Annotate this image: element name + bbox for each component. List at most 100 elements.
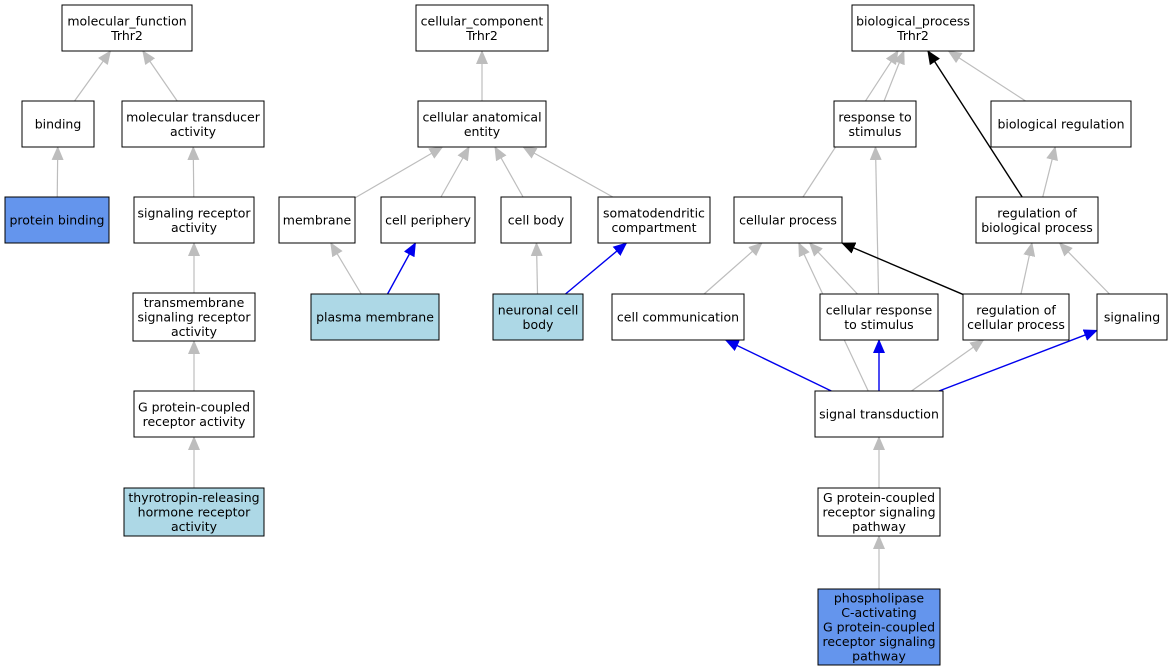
node-label-line: receptor signaling: [822, 634, 935, 649]
node-box: [380, 196, 476, 244]
node-label-line: receptor activity: [143, 414, 246, 429]
node-label-line: membrane: [283, 213, 352, 228]
node-label-line: compartment: [611, 220, 696, 235]
node-box: [817, 487, 941, 537]
node-box: [851, 4, 975, 52]
node-label-line: signal transduction: [819, 407, 939, 422]
node-label-line: biological regulation: [997, 117, 1124, 132]
edge-protein_binding-to-binding: [51, 146, 64, 198]
node-box: [500, 196, 572, 244]
node-label-line: cellular response: [826, 302, 933, 317]
node-cell_comm[interactable]: cell communication: [611, 293, 745, 341]
node-label-line: somatodendritic: [603, 205, 705, 220]
node-label-line: activity: [171, 220, 218, 235]
node-bio_reg[interactable]: biological regulation: [990, 100, 1132, 148]
node-plasma_membrane[interactable]: plasma membrane: [310, 293, 440, 341]
node-label-line: Trhr2: [896, 28, 929, 43]
node-label-line: cellular process: [739, 213, 837, 228]
edge-reg_cell_process-to-cell_process: [841, 242, 964, 296]
node-box: [733, 196, 843, 244]
edge-reg_cell_process-to-reg_bio_process: [1020, 242, 1036, 295]
node-box: [121, 100, 265, 148]
node-box: [132, 292, 256, 342]
edge-reg_bio_process-to-bio_reg: [1042, 146, 1058, 198]
edge-somatodendritic-to-cell_anat: [522, 146, 614, 198]
node-label-line: neuronal cell: [498, 302, 579, 317]
node-label-line: G protein-coupled: [823, 490, 935, 505]
node-box: [4, 196, 110, 244]
edge-membrane-to-cell_anat: [354, 146, 444, 199]
node-box: [133, 390, 255, 438]
node-label-line: regulation of: [997, 205, 1077, 220]
node-signaling[interactable]: signaling: [1096, 293, 1168, 341]
node-signal_trans[interactable]: signal transduction: [814, 390, 944, 438]
node-label-line: cell communication: [617, 310, 739, 325]
node-cell_periphery[interactable]: cell periphery: [380, 196, 476, 244]
node-label-line: transmembrane: [144, 295, 245, 310]
node-label-line: cell body: [508, 213, 565, 228]
node-box: [21, 100, 95, 148]
edge-cell_resp_stim-to-cell_process: [808, 242, 858, 295]
node-label-line: entity: [464, 124, 501, 139]
node-label-line: activity: [170, 124, 217, 139]
node-label-line: molecular_function: [67, 13, 186, 28]
node-label-line: thyrotropin-releasing: [128, 490, 259, 505]
node-box: [61, 4, 193, 52]
edge-plasma_membrane-to-cell_periphery: [386, 242, 417, 295]
node-label-line: signaling receptor: [137, 310, 251, 325]
node-binding[interactable]: binding: [21, 100, 95, 148]
node-label-line: G protein-coupled: [823, 620, 935, 635]
edge-reg_bio_process-to-bp_root: [927, 50, 1023, 198]
node-box: [417, 100, 547, 148]
node-cell_body[interactable]: cell body: [500, 196, 572, 244]
node-box: [814, 390, 944, 438]
node-label-line: biological_process: [856, 13, 970, 28]
edge-cell_comm-to-cell_process: [703, 242, 763, 295]
node-box: [833, 100, 917, 148]
node-box: [819, 293, 939, 341]
node-label-line: stimulus: [849, 124, 902, 139]
node-membrane[interactable]: membrane: [278, 196, 356, 244]
node-box: [415, 4, 549, 52]
node-protein_binding[interactable]: protein binding: [4, 196, 110, 244]
node-label-line: cell periphery: [385, 213, 471, 228]
node-label-line: Trhr2: [465, 28, 498, 43]
node-label-line: signaling receptor: [137, 205, 251, 220]
node-box: [133, 196, 255, 244]
node-label-line: cellular process: [967, 317, 1065, 332]
node-label-line: hormone receptor: [138, 505, 252, 520]
node-label-line: activity: [171, 519, 218, 534]
node-box: [1096, 293, 1168, 341]
node-label-line: body: [523, 317, 555, 332]
edge-cell_resp_stim-to-resp_stimulus: [869, 146, 882, 295]
node-box: [975, 196, 1099, 244]
edge-resp_stimulus-to-bp_root: [883, 50, 905, 102]
node-label-line: response to: [838, 109, 911, 124]
node-box: [123, 487, 265, 537]
edge-signal_trans-to-signaling: [938, 329, 1098, 392]
node-cell_process[interactable]: cellular process: [733, 196, 843, 244]
node-box: [817, 588, 941, 666]
node-box: [492, 293, 584, 341]
edge-cell_periphery-to-cell_anat: [440, 146, 470, 198]
node-label-line: pathway: [852, 519, 906, 534]
node-label-line: cellular anatomical: [422, 109, 541, 124]
